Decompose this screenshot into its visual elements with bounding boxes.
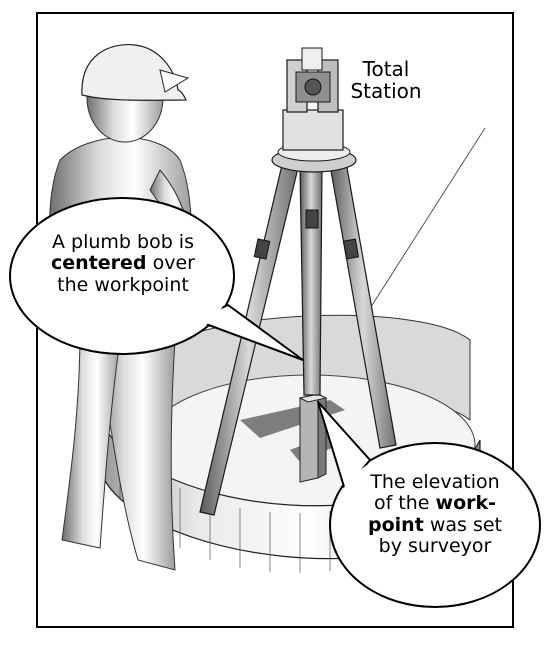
total-station-line2: Station [350, 79, 422, 104]
plumb-bob-label: A plumb bob is centered over the workpoi… [20, 231, 226, 296]
elevation-line2: of the work- [342, 493, 528, 514]
elevation-label: The elevation of the work- point was set… [342, 471, 528, 557]
plumb-bob-line1: A plumb bob is [52, 231, 194, 253]
elevation-line2-bold: work- [435, 492, 497, 515]
total-station-line1: Total [362, 57, 410, 81]
callout-elevation [317, 401, 541, 608]
plumb-bob-line2: centered over [20, 253, 226, 274]
elevation-line1: The elevation [370, 471, 500, 493]
plumb-bob-line2-rest: over [146, 252, 195, 275]
plumb-bob-line3: the workpoint [57, 273, 189, 296]
total-station-instrument [282, 47, 344, 151]
elevation-line3-rest: was set [423, 513, 502, 536]
elevation-line3-bold: point [368, 513, 424, 536]
elevation-line2-pre: of the [373, 492, 436, 515]
total-station-label: Total Station [322, 58, 450, 103]
elevation-line3: point was set [342, 513, 528, 536]
callout-plumb-bob [9, 197, 304, 361]
plumb-bob-bold-text: centered [51, 252, 147, 275]
elevation-line4: by surveyor [378, 534, 492, 557]
